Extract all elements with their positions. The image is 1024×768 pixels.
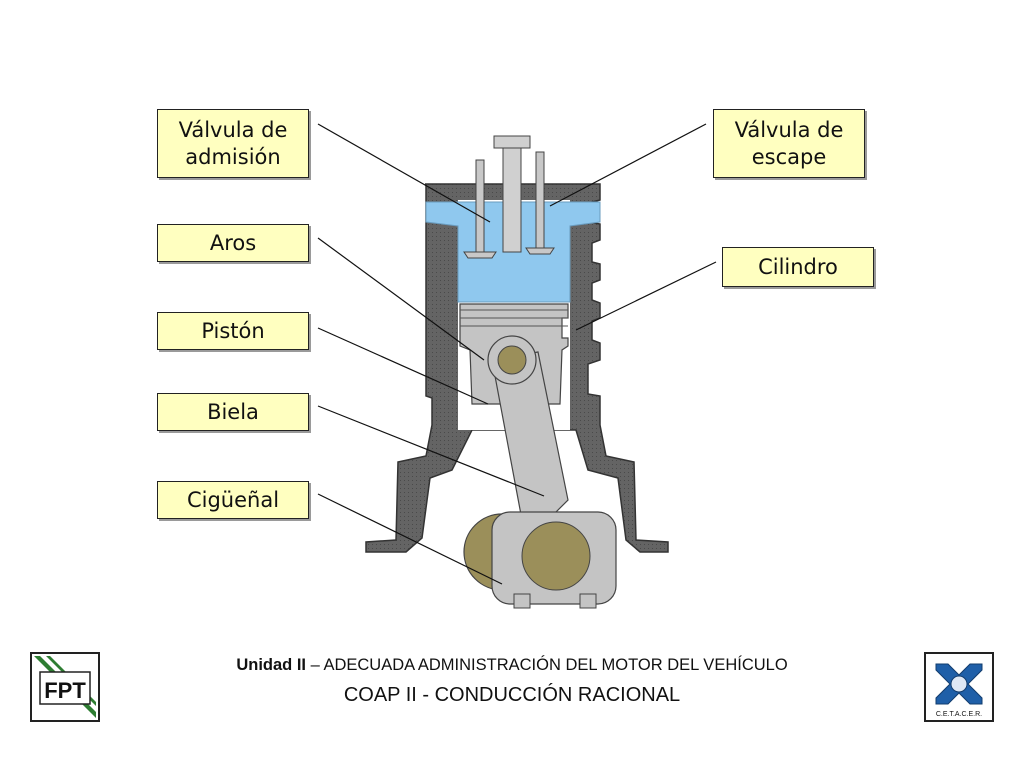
leader-exhaust [549, 123, 707, 207]
label-cylinder-text: Cilindro [758, 254, 838, 279]
leader-piston [317, 327, 489, 405]
cetacer-logo: C.E.T.A.C.E.R. [924, 652, 994, 722]
leader-rings [317, 237, 485, 361]
fpt-logo-text: FPT [44, 678, 86, 703]
leader-cylinder [575, 261, 717, 331]
label-piston: Pistón [157, 312, 309, 350]
intake-valve [463, 159, 497, 259]
footer-course-title: COAP II - CONDUCCIÓN RACIONAL [343, 684, 681, 706]
label-admission-valve: Válvula de admisión [157, 109, 309, 178]
leader-admission [317, 123, 491, 223]
exhaust-valve [525, 151, 555, 255]
fpt-logo: FPT [30, 652, 100, 722]
cetacer-logo-text: C.E.T.A.C.E.R. [936, 711, 982, 718]
label-connecting-rod-text: Biela [207, 399, 259, 424]
footer-unit-separator: – [306, 656, 324, 674]
leader-crank [317, 493, 503, 585]
label-piston-text: Pistón [201, 318, 265, 343]
label-exhaust-valve-text: Válvula de escape [734, 117, 844, 169]
footer-unit-prefix: Unidad II [236, 656, 306, 674]
footer-unit-line: Unidad II – ADECUADA ADMINISTRACIÓN DEL … [130, 656, 894, 675]
label-rings-text: Aros [209, 230, 257, 255]
label-rings: Aros [157, 224, 309, 262]
leader-lines [317, 123, 717, 585]
label-admission-valve-text: Válvula de admisión [178, 117, 288, 169]
label-exhaust-valve: Válvula de escape [713, 109, 865, 178]
spark-plug [493, 135, 531, 253]
connecting-rod [487, 335, 617, 609]
leader-rod [317, 405, 545, 497]
label-cylinder: Cilindro [722, 247, 874, 287]
footer-unit-title: ADECUADA ADMINISTRACIÓN DEL MOTOR DEL VE… [323, 656, 788, 674]
piston-rings [460, 309, 568, 327]
label-crankshaft-text: Cigüeñal [186, 487, 280, 512]
label-connecting-rod: Biela [157, 393, 309, 431]
label-crankshaft: Cigüeñal [157, 481, 309, 519]
